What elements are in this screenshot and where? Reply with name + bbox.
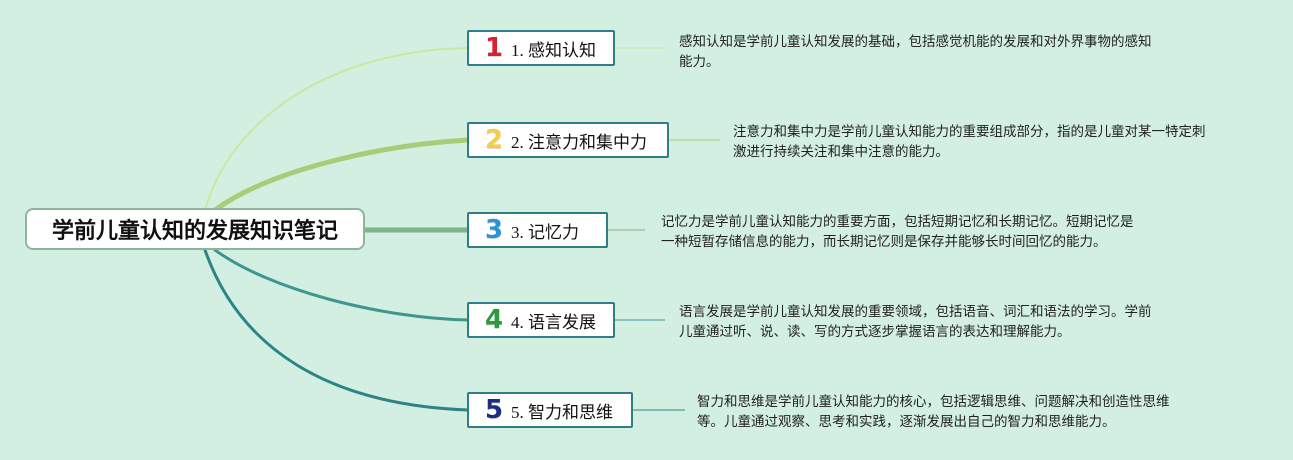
description-line: 感知认知是学前儿童认知发展的基础，包括感觉机能的发展和对外界事物的感知 [679, 34, 1152, 50]
branch-node-1[interactable]: 1 1. 感知认知 [467, 30, 615, 66]
branch-description-1: 感知认知是学前儿童认知发展的基础，包括感觉机能的发展和对外界事物的感知 能力。 [679, 32, 1152, 72]
branch-description-5: 智力和思维是学前儿童认知能力的核心，包括逻辑思维、问题解决和创造性思维 等。儿童… [697, 392, 1170, 432]
connector-branch-4 [213, 248, 470, 322]
connector-branch-1 [204, 47, 469, 211]
description-line: 注意力和集中力是学前儿童认知能力的重要组成部分，指的是儿童对某一特定刺 [733, 124, 1206, 140]
description-line: 智力和思维是学前儿童认知能力的核心，包括逻辑思维、问题解决和创造性思维 [697, 394, 1170, 410]
root-title: 学前儿童认知的发展知识笔记 [51, 219, 338, 244]
description-line: 一种短暂存储信息的能力，而长期记忆则是保存并能够长时间回忆的能力。 [661, 234, 1107, 250]
branch-node-4[interactable]: 4 4. 语言发展 [467, 302, 615, 338]
connector-branch-2 [212, 137, 471, 213]
number-2-icon: 2 [484, 125, 504, 155]
branch-label-4: 4. 语言发展 [511, 312, 596, 332]
connector-branch-5 [203, 248, 470, 412]
branch-label-5: 5. 智力和思维 [511, 402, 613, 422]
description-line: 能力。 [679, 54, 720, 70]
root-node[interactable]: 学前儿童认知的发展知识笔记 [25, 208, 365, 250]
number-1-icon: 1 [484, 33, 504, 63]
description-line: 激进行持续关注和集中注意的能力。 [733, 144, 949, 160]
number-4-icon: 4 [484, 305, 504, 335]
branch-label-3: 3. 记忆力 [511, 222, 579, 242]
description-line: 儿童通过听、说、读、写的方式逐步掌握语言的表达和理解能力。 [679, 324, 1071, 340]
branch-description-4: 语言发展是学前儿童认知发展的重要领域，包括语音、词汇和语法的学习。学前 儿童通过… [679, 302, 1152, 342]
branch-label-2: 2. 注意力和集中力 [511, 132, 647, 152]
description-line: 语言发展是学前儿童认知发展的重要领域，包括语音、词汇和语法的学习。学前 [679, 304, 1152, 320]
description-line: 等。儿童通过观察、思考和实践，逐渐发展出自己的智力和思维能力。 [697, 414, 1116, 430]
branch-description-3: 记忆力是学前儿童认知能力的重要方面，包括短期记忆和长期记忆。短期记忆是 一种短暂… [661, 212, 1134, 252]
branch-label-1: 1. 感知认知 [511, 40, 596, 60]
number-3-icon: 3 [484, 215, 504, 245]
branch-node-3[interactable]: 3 3. 记忆力 [467, 212, 608, 248]
branch-description-2: 注意力和集中力是学前儿童认知能力的重要组成部分，指的是儿童对某一特定刺 激进行持… [733, 122, 1206, 162]
branch-node-2[interactable]: 2 2. 注意力和集中力 [467, 122, 669, 158]
number-5-icon: 5 [484, 395, 504, 425]
branch-node-5[interactable]: 5 5. 智力和思维 [467, 392, 633, 428]
description-line: 记忆力是学前儿童认知能力的重要方面，包括短期记忆和长期记忆。短期记忆是 [661, 214, 1134, 230]
